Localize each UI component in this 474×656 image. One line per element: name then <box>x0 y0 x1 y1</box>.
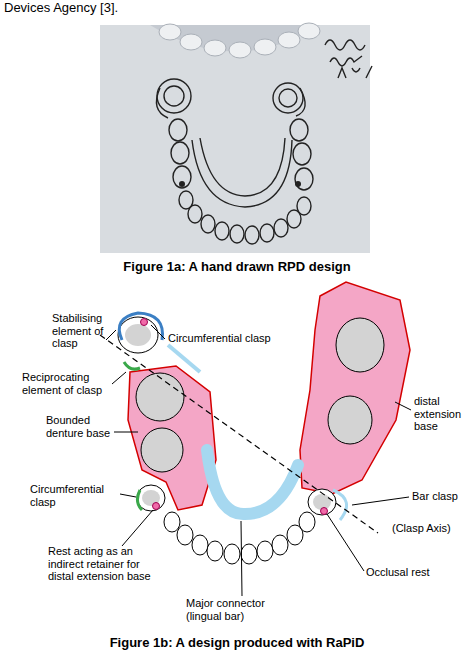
part-label: Rest acting as an indirect retainer for … <box>48 545 164 583</box>
part-label: (Clasp Axis) <box>392 522 470 535</box>
clasp-axis <box>100 335 378 533</box>
hand-drawn-photo <box>100 23 372 253</box>
part-label: distal extension base <box>414 395 470 433</box>
rest <box>141 319 148 326</box>
circumferential-clasp-left <box>137 490 142 510</box>
bounded-denture-base <box>128 366 216 510</box>
part-label: Major connector (lingual bar) <box>186 597 292 622</box>
lingual-bar <box>207 450 298 514</box>
indirect-rest <box>153 503 160 510</box>
part-label: Occlusal rest <box>366 566 456 579</box>
leader-lines <box>106 325 411 596</box>
bar-clasp <box>333 490 347 520</box>
occlusal-rest <box>321 508 328 515</box>
reciprocating-element <box>124 362 140 369</box>
sketch-dot <box>295 181 301 187</box>
part-label: Stabilising element of clasp <box>52 312 114 350</box>
pencil-sketch <box>156 40 372 244</box>
circumferential-clasp-arm <box>119 313 162 340</box>
part-label: Circumferential clasp <box>168 332 288 345</box>
figure-caption: Figure 1a: A hand drawn RPD design <box>0 260 474 275</box>
sketch-dot <box>179 181 185 187</box>
part-label: Bounded denture base <box>46 414 124 439</box>
model-teeth <box>159 23 320 58</box>
part-label: Reciprocating element of clasp <box>22 371 114 396</box>
photo-ground <box>100 25 370 253</box>
part-label: Circumferential clasp <box>30 483 122 508</box>
teeth <box>118 317 384 564</box>
rapid-design <box>100 282 411 596</box>
minor-connector <box>168 345 200 372</box>
figure-caption: Figure 1b: A design produced with RaPiD <box>0 636 474 651</box>
part-label: Bar clasp <box>412 490 470 503</box>
distal-extension-base <box>300 282 410 494</box>
source-text: Devices Agency [3]. <box>4 1 224 16</box>
